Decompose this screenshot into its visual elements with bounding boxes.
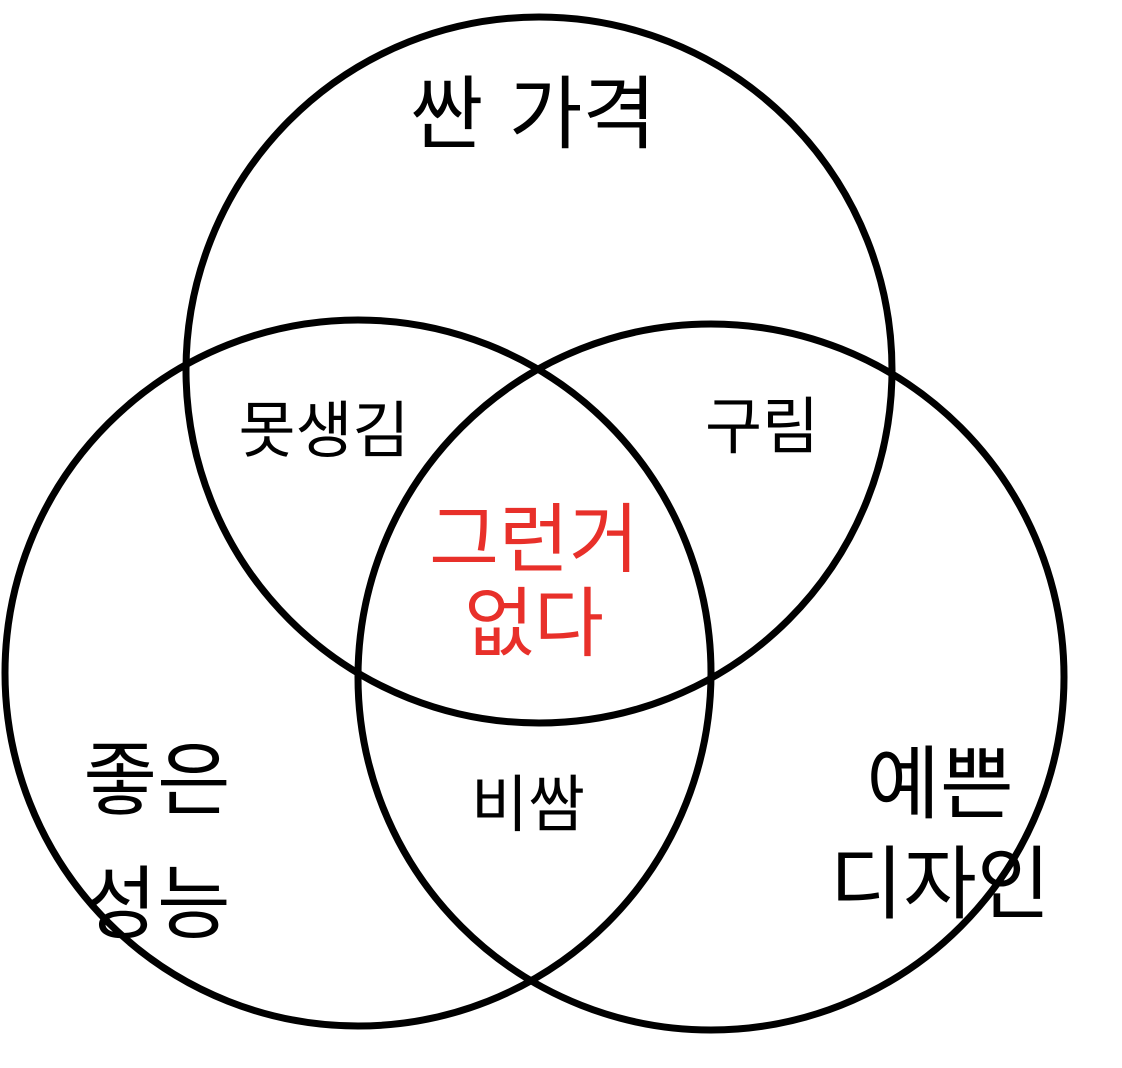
label-overlap-performance-design: 비쌈 <box>471 768 585 841</box>
label-center-line1: 그런거 <box>429 495 639 584</box>
circle-good-performance <box>1 316 715 1030</box>
label-overlap-price-performance: 못생김 <box>238 394 409 467</box>
label-overlap-price-design: 구림 <box>705 390 819 463</box>
label-pretty-design-line2: 디자인 <box>830 838 1051 931</box>
label-cheap-price: 싼 가격 <box>410 68 656 161</box>
label-pretty-design-line1: 예쁜 <box>866 738 1013 831</box>
label-good-performance-line2: 성능 <box>83 858 230 951</box>
circle-pretty-design <box>354 320 1068 1034</box>
label-center-line2: 없다 <box>464 579 604 668</box>
label-good-performance-line1: 좋은 <box>83 734 230 827</box>
